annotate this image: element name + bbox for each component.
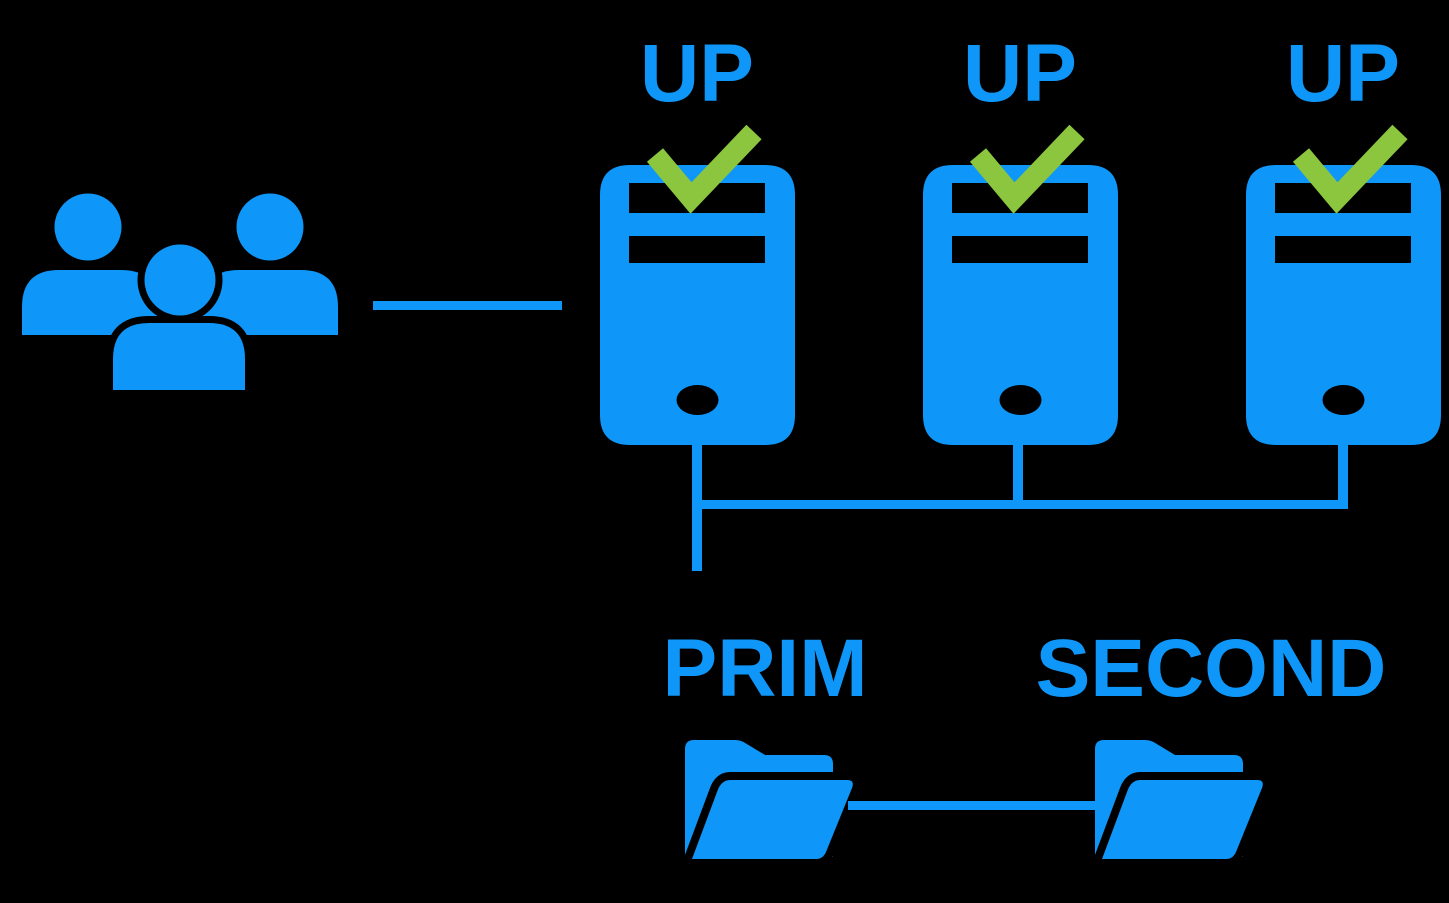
server-2-stem-line xyxy=(1013,444,1023,509)
folder-open-icon xyxy=(1094,740,1271,867)
clients-to-servers-link xyxy=(373,301,562,310)
folders-link-line xyxy=(848,801,1100,810)
server-1-status-label: UP xyxy=(640,28,754,119)
checkmark-icon xyxy=(1292,124,1408,214)
server-3-status-label: UP xyxy=(1286,28,1400,119)
checkmark-icon xyxy=(969,124,1085,214)
server-3-stem-line xyxy=(1338,444,1348,509)
secondary-folder-label: SECOND xyxy=(1035,623,1387,714)
server-2-status-label: UP xyxy=(963,28,1077,119)
server-tower-icon xyxy=(600,124,795,445)
checkmark-icon xyxy=(646,124,762,214)
servers-bus-line xyxy=(692,500,1348,509)
server-tower-icon xyxy=(923,124,1118,445)
server-tower-icon xyxy=(1246,124,1441,445)
primary-folder-label: PRIM xyxy=(662,623,868,714)
users-icon xyxy=(22,193,338,397)
folder-open-icon xyxy=(684,740,861,867)
